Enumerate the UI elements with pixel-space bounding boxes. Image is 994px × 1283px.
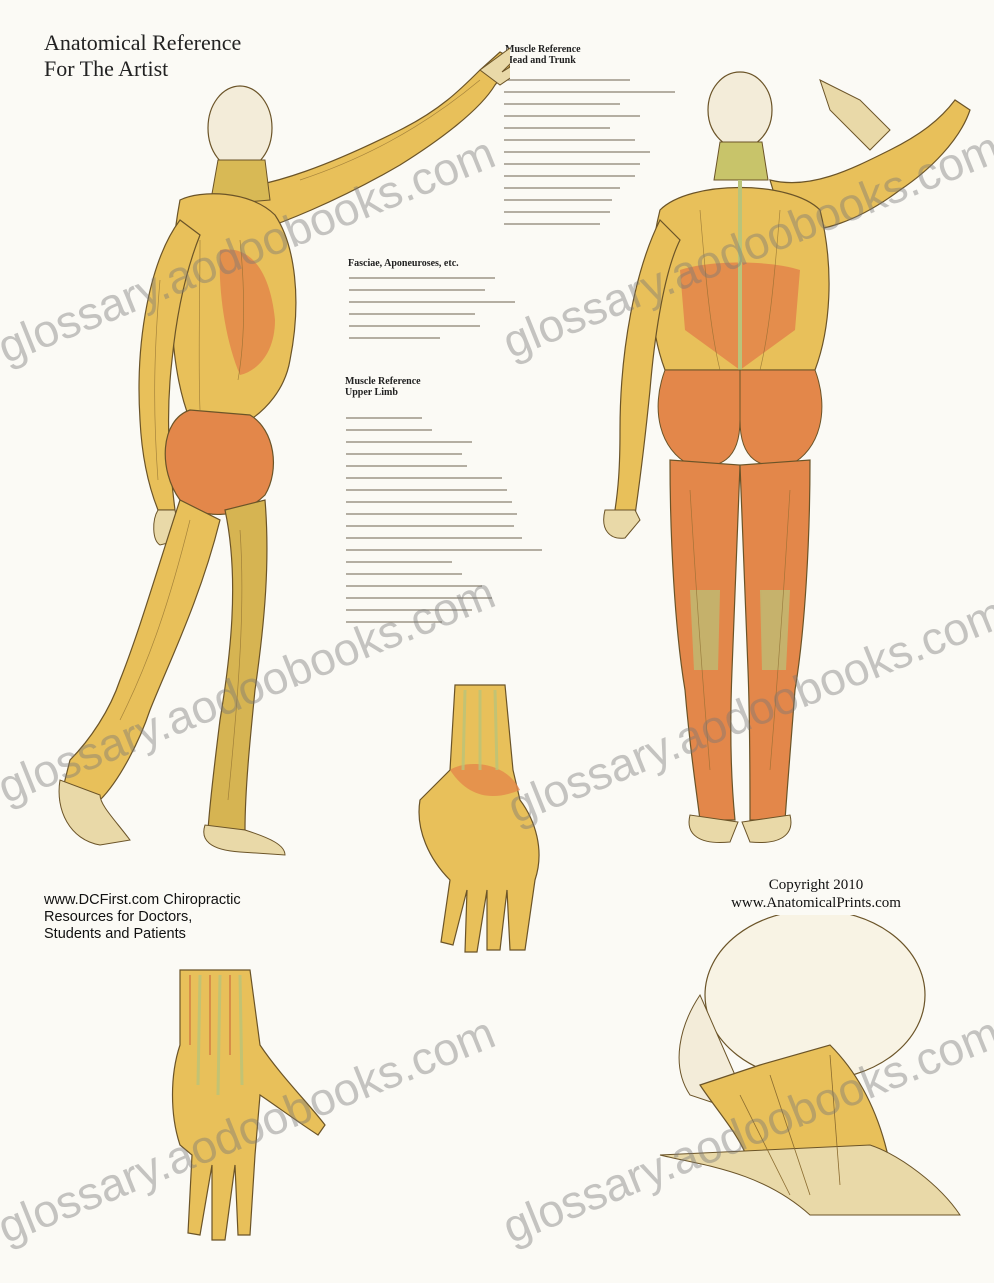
copyright-text: Copyright 2010 www.AnatomicalPrints.com (686, 876, 946, 912)
legend-head-trunk-line1: Muscle Reference (505, 44, 581, 55)
copyright-line-1: Copyright 2010 (686, 876, 946, 894)
promo-line-3: Students and Patients (44, 926, 241, 943)
back-view-figure (590, 70, 990, 870)
promo-text: www.DCFirst.com Chiropractic Resources f… (44, 892, 241, 943)
hand-dorsal-figure (395, 680, 555, 960)
promo-line-1: www.DCFirst.com Chiropractic (44, 892, 241, 909)
promo-line-2: Resources for Doctors, (44, 909, 241, 926)
neck-head-figure (640, 915, 980, 1245)
legend-head-trunk-line2: Head and Trunk (505, 55, 581, 66)
copyright-line-2: www.AnatomicalPrints.com (686, 894, 946, 912)
hand-palm-figure (150, 965, 330, 1255)
legend-head-trunk: Muscle Reference Head and Trunk (505, 44, 581, 66)
